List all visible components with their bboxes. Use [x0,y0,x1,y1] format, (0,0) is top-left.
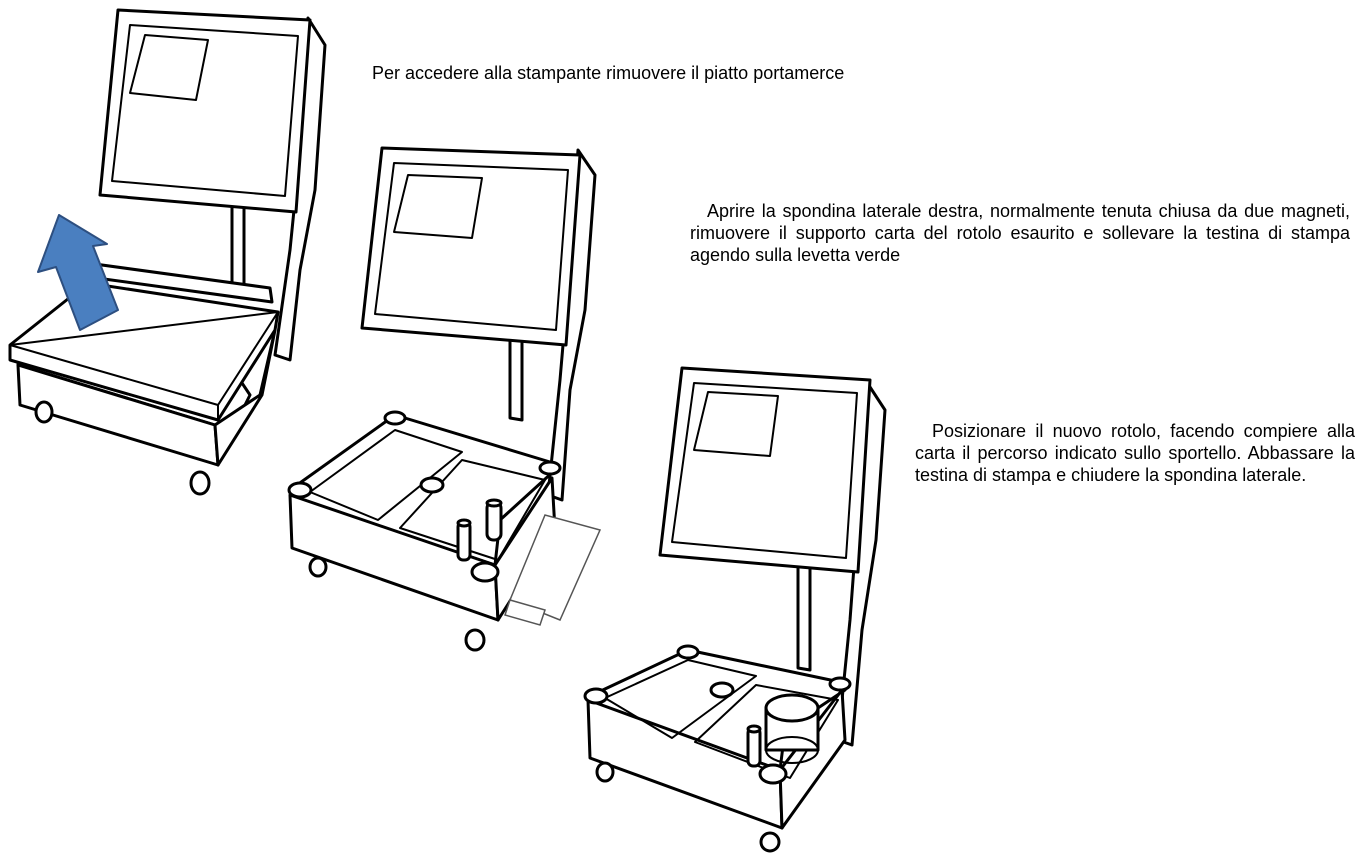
step-2-caption: Aprire la spondina laterale destra, norm… [690,201,1350,265]
print-head-lever [746,726,762,768]
knob [583,687,609,705]
knob [383,410,407,426]
display-screen [111,24,299,197]
compartment-left [309,429,463,521]
display-pole [796,563,812,672]
display-pole [230,196,246,292]
foot [759,831,781,853]
display-frame [360,146,582,347]
display-window [129,34,209,101]
lever-top [746,724,762,734]
display-frame [658,366,872,574]
knob [709,681,735,699]
step-1-caption: Per accedere alla stampante rimuovere il… [372,63,845,83]
display-window [693,391,779,457]
scale-new-roll [583,366,887,853]
knob [828,676,852,692]
paper-holder [485,500,503,542]
compartment-left [604,659,757,739]
foot [34,400,54,424]
foot [595,761,615,783]
knob [758,763,788,785]
paper-holder-top [485,498,503,508]
scale-with-plate [8,8,327,496]
foot [464,628,486,652]
knob [676,644,700,660]
display-frame [98,8,312,214]
display-window [393,174,483,239]
knob [470,561,500,583]
display-screen [671,382,858,559]
knob [419,476,445,494]
plate-edge [9,311,279,406]
paper-roll-top [764,693,820,723]
foot [308,556,328,578]
knob [287,481,313,499]
door-bottom [504,599,546,626]
print-head-lever [456,520,472,562]
base-side [213,328,277,467]
knob [538,460,562,476]
paper-roll-bottom [765,736,819,764]
foot [189,470,211,496]
step-3-caption: Posizionare il nuovo rotolo, facendo com… [915,421,1355,485]
display-screen [374,162,569,331]
display-pole [508,328,524,422]
scale-open-door [287,146,602,652]
arrow-up-icon [37,214,119,331]
lever-top [456,518,472,528]
